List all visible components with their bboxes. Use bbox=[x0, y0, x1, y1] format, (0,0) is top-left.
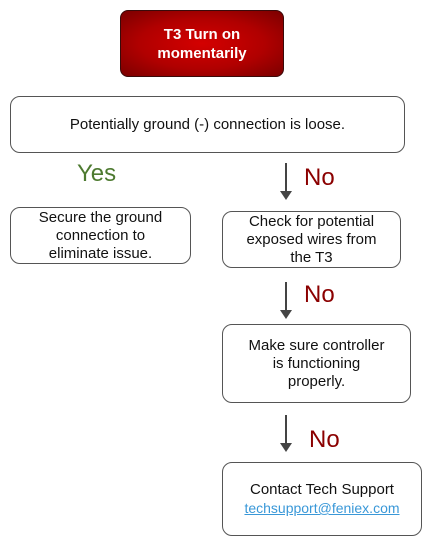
arrow-down-3 bbox=[280, 415, 292, 452]
question-node: Potentially ground (-) connection is loo… bbox=[10, 96, 405, 153]
start-node: T3 Turn on momentarily bbox=[120, 10, 284, 77]
no-label-1: No bbox=[304, 164, 335, 191]
support-email-link[interactable]: techsupport@feniex.com bbox=[244, 500, 400, 516]
start-node-line1: T3 Turn on bbox=[163, 25, 241, 43]
no-label-3: No bbox=[309, 426, 340, 453]
contact-support-node: Contact Tech Support techsupport@feniex.… bbox=[222, 462, 422, 536]
yes-label: Yes bbox=[77, 160, 117, 187]
step-controller-node: Make sure controller is functioning prop… bbox=[222, 324, 411, 403]
arrow-down-1 bbox=[280, 163, 292, 200]
no-label-2: No bbox=[304, 281, 335, 308]
step-exposed-wires-line1: Check for potential bbox=[248, 212, 375, 230]
yes-outcome-line1: Secure the ground bbox=[38, 208, 163, 226]
start-node-line2: momentarily bbox=[157, 44, 247, 62]
yes-outcome-node: Secure the ground connection to eliminat… bbox=[10, 207, 191, 264]
step-exposed-wires-line2: exposed wires from bbox=[246, 230, 377, 248]
step-exposed-wires-line3: the T3 bbox=[290, 248, 333, 266]
step-controller-line1: Make sure controller bbox=[248, 336, 385, 354]
step-exposed-wires-node: Check for potential exposed wires from t… bbox=[222, 211, 401, 268]
arrow-down-2 bbox=[280, 282, 292, 319]
yes-outcome-line3: eliminate issue. bbox=[48, 244, 153, 262]
question-text: Potentially ground (-) connection is loo… bbox=[69, 115, 346, 133]
step-controller-line3: properly. bbox=[287, 372, 346, 390]
contact-support-text: Contact Tech Support bbox=[250, 481, 394, 498]
step-controller-line2: is functioning bbox=[272, 354, 361, 372]
yes-outcome-line2: connection to bbox=[55, 226, 146, 244]
